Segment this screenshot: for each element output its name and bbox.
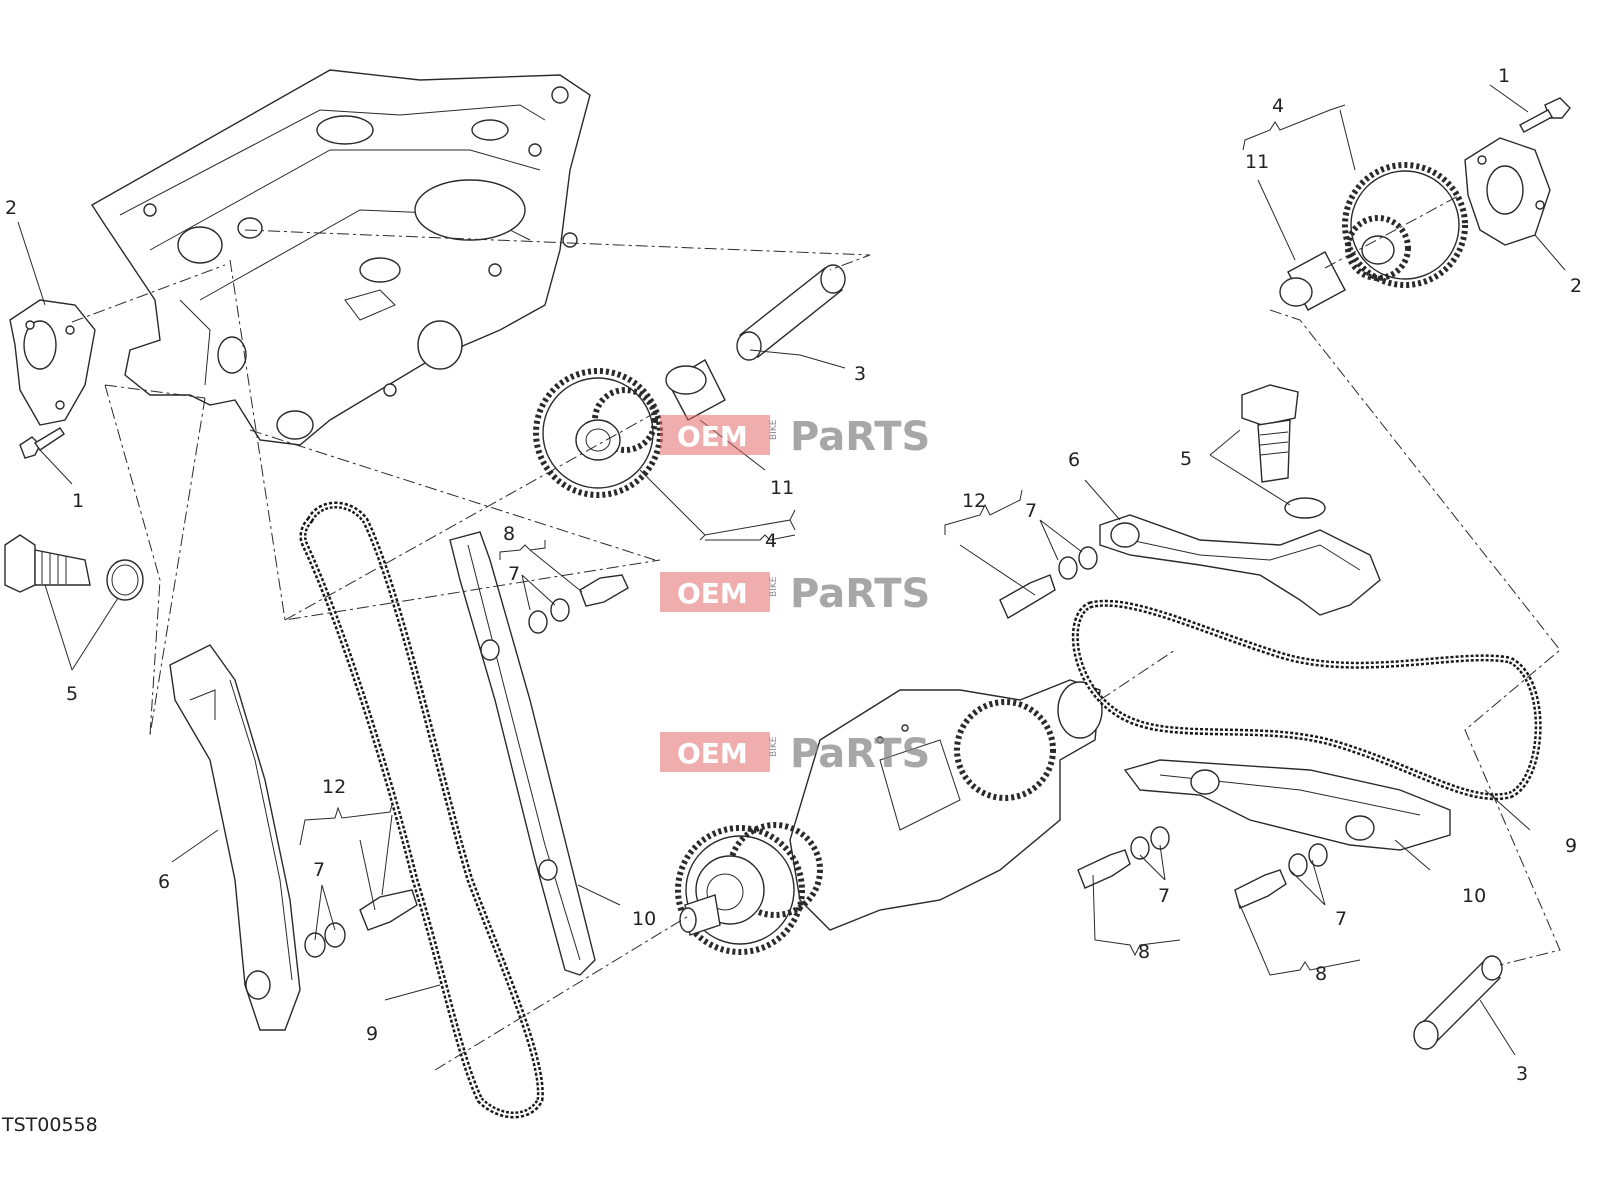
- callout: 9: [366, 1023, 378, 1045]
- timing-chain-right: [1071, 599, 1542, 801]
- callout: 3: [854, 363, 866, 385]
- callout: 7: [1158, 885, 1170, 907]
- callout: 2: [5, 197, 17, 219]
- callout: 7: [313, 859, 325, 881]
- watermark-1: OEM BIKE PaRTS: [660, 414, 930, 460]
- leader-lines: [17, 84, 1566, 1056]
- callout-labels: 2 1 5 6 12 7 9 3 11 4 8 7 10 4 11 1 2 5 …: [5, 65, 1582, 1085]
- callout: 12: [962, 490, 986, 512]
- watermark-box: [660, 732, 770, 772]
- idler-gear-center: [533, 368, 663, 498]
- chain-rail-right: [1123, 759, 1451, 851]
- pin-center: [736, 264, 846, 361]
- callout: 9: [1565, 835, 1577, 857]
- watermark-3: OEM BIKE PaRTS: [660, 731, 930, 777]
- tensioner-flange-left: [9, 299, 96, 426]
- bolt-right: [1519, 97, 1571, 133]
- callout: 1: [1498, 65, 1510, 87]
- drawing-code: TST00558: [1, 1114, 98, 1136]
- watermark-brand-right: PaRTS: [790, 731, 930, 777]
- guide-screw-right-lower-b: [1234, 843, 1328, 909]
- watermark-brand-right: PaRTS: [790, 571, 930, 617]
- guide-screw-right-lower-a: [1077, 826, 1170, 889]
- callout: 3: [1516, 1063, 1528, 1085]
- callout: 7: [1335, 908, 1347, 930]
- callout: 2: [1570, 275, 1582, 297]
- callout: 8: [1138, 941, 1150, 963]
- callout: 1: [72, 490, 84, 512]
- bolt-left: [19, 427, 65, 459]
- watermark-2: OEM BIKE PaRTS: [660, 571, 930, 617]
- bushing-center: [665, 359, 726, 421]
- chain-guide-left: [169, 644, 301, 1031]
- callout: 11: [1245, 151, 1269, 173]
- cylinder-head: [91, 69, 591, 446]
- callout: 10: [1462, 885, 1486, 907]
- chain-rail-center: [449, 531, 596, 976]
- callout: 12: [322, 776, 346, 798]
- callout: 4: [765, 530, 777, 552]
- chain-guide-right: [1099, 514, 1381, 616]
- callout: 5: [66, 683, 78, 705]
- watermark-brand-left: OEM: [677, 420, 748, 453]
- callout: 8: [503, 523, 515, 545]
- watermark-box: [660, 572, 770, 612]
- guide-screw-right-upper: [999, 546, 1098, 620]
- callout: 10: [632, 908, 656, 930]
- callout: 7: [508, 563, 520, 585]
- tensioner-plug-right: [1241, 384, 1326, 519]
- idler-gear-right: [1342, 162, 1468, 288]
- pin-right: [1413, 955, 1503, 1050]
- guide-screw-center: [528, 574, 629, 634]
- watermark-brand-left: OEM: [677, 737, 748, 770]
- tensioner-flange-right: [1464, 137, 1551, 246]
- watermark-brand-small: BIKE: [769, 419, 779, 440]
- crankshaft: [675, 679, 1103, 955]
- watermark-brand-left: OEM: [677, 577, 748, 610]
- alignment-lines: [71, 194, 1561, 1071]
- bushing-right: [1279, 251, 1346, 311]
- timing-chain-left: [299, 501, 544, 1119]
- guide-screw-left: [304, 889, 418, 958]
- callout: 4: [1272, 95, 1284, 117]
- callout: 11: [770, 477, 794, 499]
- watermark-brand-right: PaRTS: [790, 414, 930, 460]
- watermark-brand-small: BIKE: [769, 736, 779, 757]
- callout: 8: [1315, 963, 1327, 985]
- watermark-box: [660, 415, 770, 455]
- callout: 5: [1180, 448, 1192, 470]
- callout: 6: [158, 871, 170, 893]
- callout: 6: [1068, 449, 1080, 471]
- callout: 7: [1025, 500, 1037, 522]
- watermark-brand-small: BIKE: [769, 576, 779, 597]
- tensioner-plug-left: [4, 534, 144, 601]
